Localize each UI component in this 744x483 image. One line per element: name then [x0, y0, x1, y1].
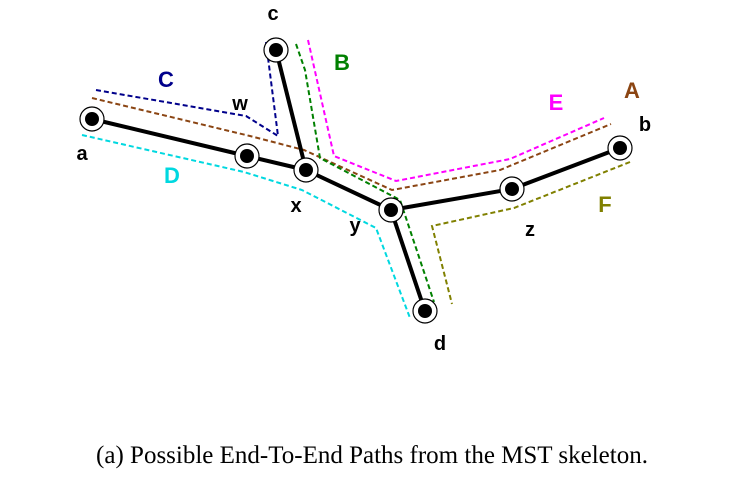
node-label-z: z: [525, 219, 535, 241]
node-x: [293, 157, 319, 183]
path-outline-a: [91, 97, 612, 192]
edge-y-z: [389, 187, 514, 212]
node-label-c: c: [267, 3, 278, 25]
edge-z-b: [510, 146, 622, 191]
node-dot-a: [85, 112, 99, 126]
path-labels-layer: A B C D E F: [158, 50, 640, 217]
node-w: [234, 143, 260, 169]
edge-x-y: [304, 168, 393, 212]
node-dot-w: [240, 149, 254, 163]
node-dot-x: [299, 163, 313, 177]
path-outline-c: [95, 41, 280, 138]
node-c: [263, 37, 289, 63]
dashed-paths-layer: [81, 39, 631, 319]
node-label-w: w: [231, 93, 248, 115]
node-label-y: y: [349, 215, 361, 237]
node-dot-z: [505, 182, 519, 196]
path-outline-f: [430, 161, 631, 305]
path-outline-b: [295, 43, 435, 303]
node-dot-y: [384, 203, 398, 217]
node-label-a: a: [76, 143, 88, 165]
path-label-d: D: [164, 163, 180, 188]
path-outline-d: [81, 134, 411, 319]
path-label-a: A: [624, 78, 640, 103]
node-label-b: b: [639, 114, 651, 136]
node-y: [378, 197, 404, 223]
node-labels-layer: a b c d w x y z: [76, 3, 651, 355]
node-a: [79, 106, 105, 132]
skeleton-nodes-layer: [79, 37, 633, 324]
edge-c-x: [274, 48, 308, 172]
path-outline-e: [307, 39, 605, 183]
node-dot-c: [269, 43, 283, 57]
path-label-b: B: [334, 50, 350, 75]
node-d: [412, 298, 438, 324]
node-z: [499, 176, 525, 202]
node-dot-d: [418, 304, 432, 318]
figure-caption: (a) Possible End-To-End Paths from the M…: [96, 442, 648, 469]
edge-a-w: [90, 117, 249, 158]
path-label-f: F: [598, 192, 611, 217]
node-label-d: d: [434, 333, 446, 355]
edge-y-d: [389, 208, 427, 313]
node-b: [607, 135, 633, 161]
node-label-x: x: [290, 195, 301, 217]
path-label-e: E: [549, 90, 564, 115]
path-label-c: C: [158, 67, 174, 92]
node-dot-b: [613, 141, 627, 155]
